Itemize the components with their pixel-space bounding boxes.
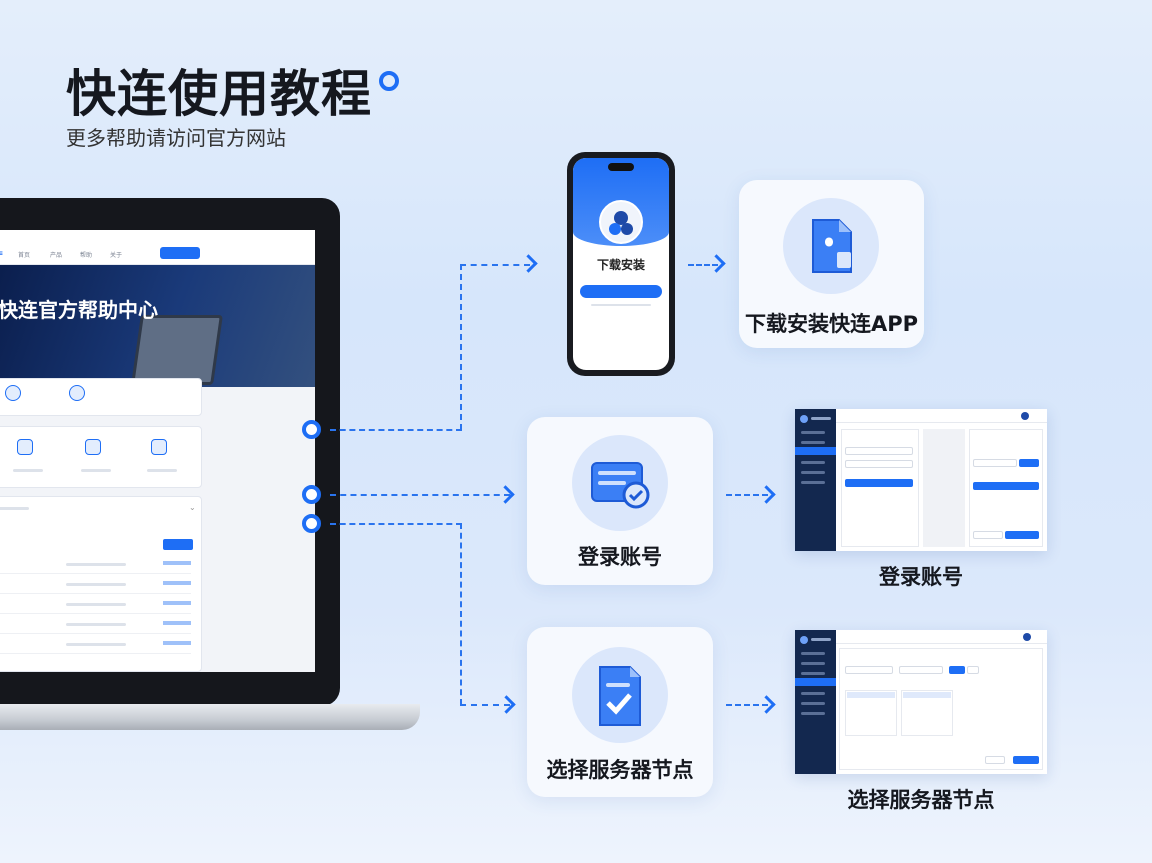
file-icon[interactable] — [151, 439, 167, 455]
node-caption: 选择服务器节点 — [847, 788, 995, 812]
login-step-card[interactable]: 登录账号 — [527, 417, 713, 585]
doc-icon[interactable] — [17, 439, 33, 455]
page-subtitle: 更多帮助请访问官方网站 — [66, 126, 286, 150]
laptop-hero-title: 快连官方帮助中心 — [0, 298, 158, 322]
checklist-icon — [599, 666, 641, 726]
nav-item-4[interactable]: 关于 — [110, 252, 123, 259]
laptop-feature-card — [0, 426, 202, 488]
laptop-hero-banner — [0, 265, 315, 387]
login-step-label: 登录账号 — [578, 545, 662, 569]
page-title: 快连使用教程 — [66, 65, 372, 123]
chevron-down-icon[interactable]: ⌄ — [189, 503, 196, 512]
connector-dot — [302, 420, 321, 439]
nav-action-button[interactable] — [160, 247, 200, 259]
connector-login — [726, 494, 768, 496]
download-step-label: 下载安装快连APP — [744, 312, 919, 336]
title-dot-icon — [379, 71, 399, 91]
download-icon-circle — [783, 198, 879, 294]
list-icon[interactable] — [85, 439, 101, 455]
connector-3-v — [460, 523, 462, 705]
phone-app-icon — [599, 200, 643, 244]
table-action-button[interactable] — [163, 539, 193, 550]
phone-download-button[interactable] — [580, 285, 662, 298]
select-node-icon-circle — [572, 647, 668, 743]
connector-1-v — [460, 264, 462, 430]
select-node-step-card[interactable]: 选择服务器节点 — [527, 627, 713, 797]
connector-node — [726, 704, 768, 706]
phone-title: 下载安装 — [596, 258, 645, 272]
laptop-table-card: ⌄ — [0, 496, 202, 672]
dashboard-sidebar — [795, 409, 836, 551]
connector-3-h — [460, 704, 510, 706]
connector-2 — [330, 494, 510, 496]
connector-1 — [330, 429, 462, 431]
arrow-right-icon — [519, 254, 538, 273]
arrow-right-icon — [757, 695, 776, 714]
nav-item-1[interactable]: 首页 — [18, 252, 31, 259]
laptop-base — [0, 704, 420, 730]
login-icon-circle — [572, 435, 668, 531]
connector-3 — [330, 523, 462, 525]
connector-dot — [302, 514, 321, 533]
phone-notch — [608, 163, 634, 171]
laptop-quick-card — [0, 378, 202, 416]
arrow-right-icon — [497, 695, 516, 714]
select-node-step-label: 选择服务器节点 — [546, 758, 694, 782]
arrow-right-icon — [496, 485, 515, 504]
nav-item-2[interactable]: 产品 — [50, 252, 63, 259]
login-dashboard-preview — [795, 409, 1047, 551]
document-download-icon — [812, 219, 852, 273]
user-icon — [5, 385, 21, 401]
laptop-screen: ≡ 首页 产品 帮助 关于 快连官方帮助中心 ⌄ — [0, 230, 315, 672]
download-step-card[interactable]: 下载安装快连APP — [739, 180, 924, 348]
dashboard-sidebar — [795, 630, 836, 774]
connector-1-h — [460, 264, 530, 266]
user-group-icon — [69, 385, 85, 401]
hero-laptop-graphic — [131, 315, 223, 385]
phone-screen: 下载安装 — [573, 158, 669, 370]
nav-item-3[interactable]: 帮助 — [80, 252, 93, 259]
login-caption: 登录账号 — [879, 565, 963, 589]
connector-phone — [688, 264, 718, 266]
nav-logo: ≡ — [0, 250, 4, 257]
login-check-icon — [591, 462, 650, 509]
node-dashboard-preview — [795, 630, 1047, 774]
connector-dot — [302, 485, 321, 504]
arrow-right-icon — [707, 254, 726, 273]
arrow-right-icon — [757, 485, 776, 504]
laptop-nav-bar: ≡ 首页 产品 帮助 关于 — [0, 230, 315, 265]
